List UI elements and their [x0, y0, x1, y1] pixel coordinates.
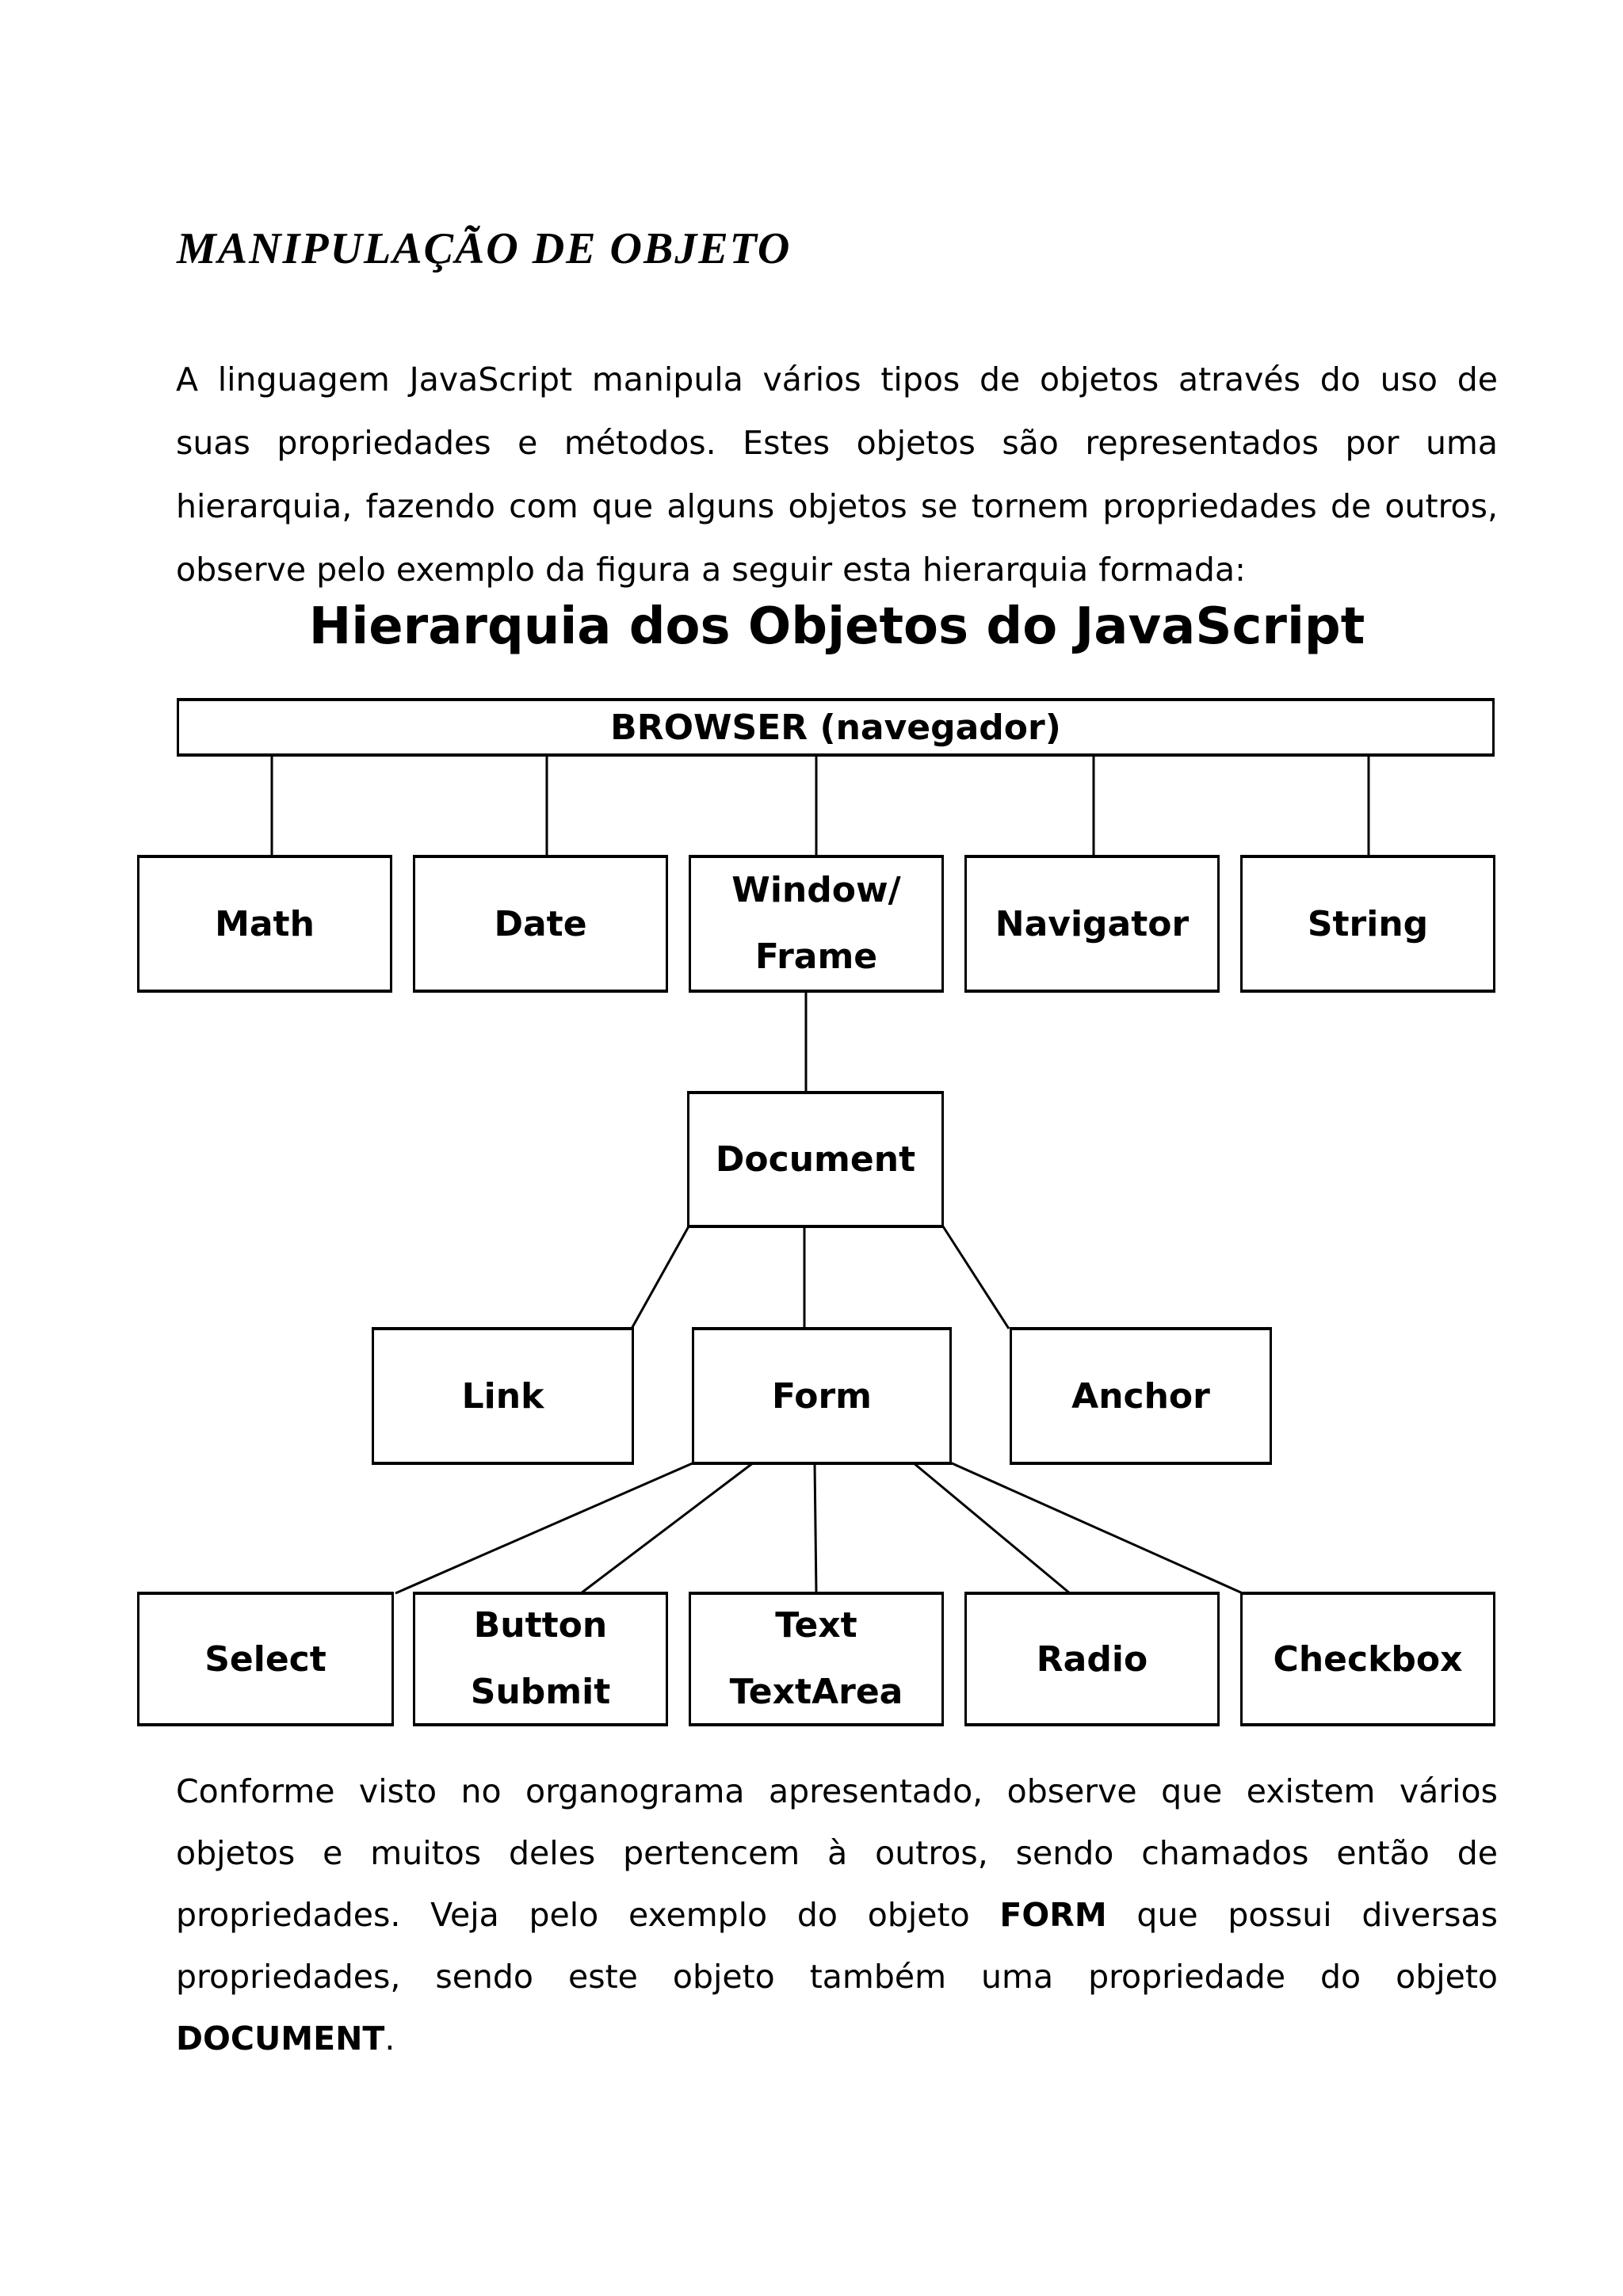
page-title: MANIPULAÇÃO DE OBJETO [177, 224, 792, 273]
body-text: Conforme visto no organograma apresentad… [176, 1772, 1498, 1810]
box-label: BROWSER (navegador) [610, 707, 1061, 748]
box-label: Text [775, 1605, 857, 1646]
diagram-box-document: Document [687, 1091, 944, 1228]
paragraph-line: observe pelo exemplo da figura a seguir … [176, 538, 1498, 601]
box-label: Document [715, 1139, 916, 1180]
diagram-heading: Hierarquia dos Objetos do JavaScript [308, 597, 1365, 656]
diagram-box-form: Form [692, 1327, 952, 1465]
box-label: Select [204, 1638, 327, 1680]
body-text: observe pelo exemplo da figura a seguir … [176, 551, 1246, 589]
paragraph-line: Conforme visto no organograma apresentad… [176, 1760, 1498, 1822]
body-text: propriedades, sendo este objeto também u… [176, 1958, 1498, 1996]
diagram-box-select: Select [137, 1592, 394, 1726]
box-label: Submit [470, 1672, 611, 1712]
box-label: Radio [1036, 1638, 1148, 1680]
box-label: Anchor [1071, 1375, 1210, 1417]
closing-paragraph: Conforme visto no organograma apresentad… [176, 1760, 1498, 2069]
box-label: Date [494, 903, 587, 944]
box-label: Math [215, 903, 315, 944]
diagram-box-date: Date [413, 855, 668, 993]
box-label: Form [771, 1375, 873, 1417]
diagram-box-text-textarea: Text TextArea [689, 1592, 944, 1726]
diagram-box-string: String [1240, 855, 1495, 993]
body-text: A linguagem JavaScript manipula vários t… [176, 360, 1498, 399]
diagram-box-navigator: Navigator [964, 855, 1220, 993]
body-text: hierarquia, fazendo com que alguns objet… [176, 487, 1498, 525]
box-label: String [1307, 903, 1429, 944]
intro-paragraph: A linguagem JavaScript manipula vários t… [176, 348, 1498, 601]
body-text: objetos e muitos deles pertencem à outro… [176, 1834, 1498, 1872]
paragraph-line: hierarquia, fazendo com que alguns objet… [176, 475, 1498, 538]
body-text: suas propriedades e métodos. Estes objet… [176, 424, 1498, 462]
diagram-box-window-frame: Window/ Frame [689, 855, 944, 993]
box-label: TextArea [729, 1672, 903, 1712]
paragraph-line: A linguagem JavaScript manipula vários t… [176, 348, 1498, 411]
bold-text: DOCUMENT [176, 2019, 385, 2058]
diagram-box-anchor: Anchor [1010, 1327, 1272, 1465]
paragraph-line: objetos e muitos deles pertencem à outro… [176, 1822, 1498, 1884]
body-text: . [384, 2019, 395, 2058]
paragraph-line: suas propriedades e métodos. Estes objet… [176, 411, 1498, 475]
diagram-box-math: Math [137, 855, 392, 993]
box-label: Checkbox [1273, 1638, 1463, 1680]
diagram-box-link: Link [372, 1327, 634, 1465]
diagram-box-checkbox: Checkbox [1240, 1592, 1495, 1726]
box-label: Frame [754, 936, 878, 977]
body-text: que possui diversas [1106, 1896, 1498, 1934]
box-label: Navigator [995, 903, 1190, 944]
bold-text: FORM [999, 1896, 1107, 1934]
paragraph-line: propriedades. Veja pelo exemplo do objet… [176, 1884, 1498, 1946]
diagram-box-radio: Radio [964, 1592, 1220, 1726]
paragraph-line: propriedades, sendo este objeto também u… [176, 1946, 1498, 2008]
body-text: propriedades. Veja pelo exemplo do objet… [176, 1896, 1000, 1934]
paragraph-line: DOCUMENT. [176, 2008, 1498, 2069]
box-label: Window/ [731, 870, 901, 910]
box-label: Button [473, 1605, 608, 1646]
diagram-box-browser: BROWSER (navegador) [177, 698, 1495, 757]
diagram-box-button-submit: Button Submit [413, 1592, 668, 1726]
box-label: Link [461, 1375, 544, 1417]
